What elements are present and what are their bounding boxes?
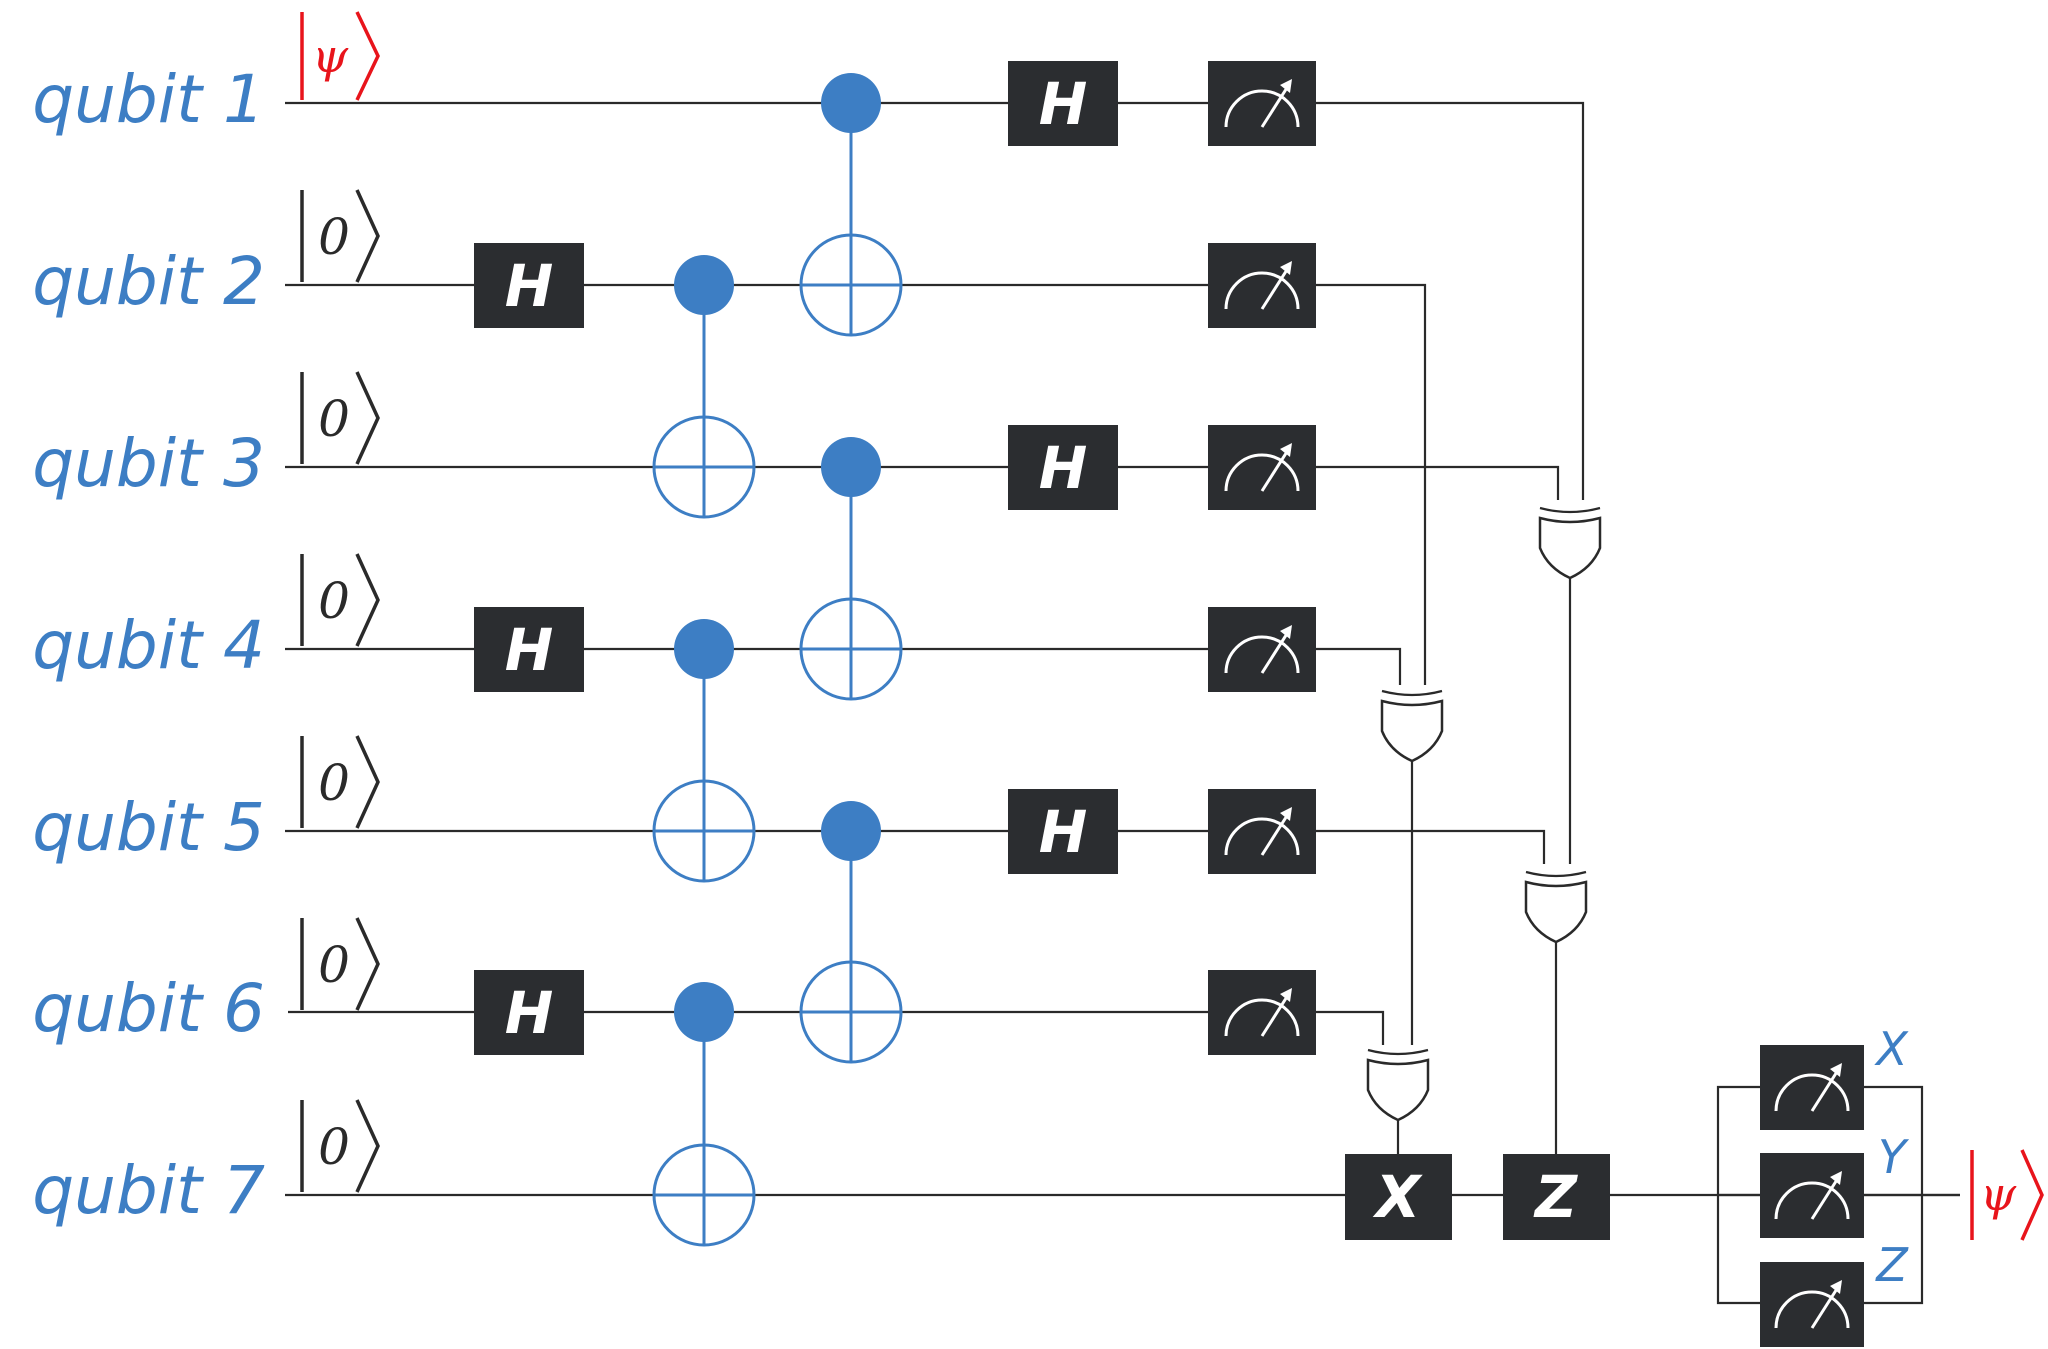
ket-psi-input: ψ	[300, 11, 380, 101]
cnot-target	[652, 779, 756, 883]
basis-label-z: Z	[1874, 1238, 1909, 1292]
qubit-label-2: qubit 2	[32, 243, 265, 320]
ket-psi-output: ψ	[1970, 1149, 2044, 1241]
qubit-labels: qubit 1 qubit 2 qubit 3 qubit 4 qubit 5 …	[32, 61, 265, 1229]
ket-zero-3-symbol: 0	[318, 390, 350, 448]
meter-icon	[1774, 1280, 1850, 1329]
meter-icon	[1774, 1063, 1850, 1112]
ket-zero-6-symbol: 0	[318, 936, 350, 994]
ket-psi-output-symbol: ψ	[1980, 1167, 2017, 1221]
final-measurement-group: X Y Z	[1716, 1022, 1960, 1347]
xor-gate-b	[1524, 870, 1588, 944]
cnot-targets	[652, 233, 903, 1247]
hadamard-gate-q5: H	[1008, 789, 1118, 874]
hadamard-gate-q5-label: H	[1039, 798, 1088, 866]
qubit-label-7: qubit 7	[32, 1152, 265, 1229]
pauli-z-gate: Z	[1503, 1154, 1610, 1240]
meter-icon	[1224, 625, 1300, 674]
measurement-gate-q3	[1208, 425, 1316, 510]
measurement-gates	[1208, 61, 1316, 1055]
qubit-label-6: qubit 6	[32, 970, 265, 1047]
ket-zero-5-symbol: 0	[318, 754, 350, 812]
hadamard-gate-q1: H	[1008, 61, 1118, 146]
ket-psi-input-symbol: ψ	[312, 29, 349, 83]
control-dot	[821, 437, 881, 497]
measurement-x-basis	[1760, 1045, 1864, 1130]
basis-label-x: X	[1874, 1022, 1909, 1076]
hadamard-gate-q4: H	[474, 607, 584, 692]
hadamard-gate-q3-label: H	[1039, 434, 1088, 502]
pauli-z-gate-label: Z	[1533, 1163, 1578, 1231]
control-dot	[821, 73, 881, 133]
qubit-label-5: qubit 5	[32, 789, 265, 866]
ket-zero-5: 0	[300, 735, 380, 829]
control-dot	[821, 801, 881, 861]
control-dots	[674, 73, 881, 1042]
qubit-label-3: qubit 3	[32, 425, 265, 502]
measurement-z-basis	[1760, 1262, 1864, 1347]
meter-icon	[1224, 988, 1300, 1037]
hadamard-gate-q1-label: H	[1039, 70, 1088, 138]
cnot-target	[652, 1143, 756, 1247]
measurement-gate-q1	[1208, 61, 1316, 146]
ket-zero-3: 0	[300, 371, 380, 465]
measurement-gate-q5	[1208, 789, 1316, 874]
measurement-y-basis	[1760, 1153, 1864, 1238]
xor-gate-d	[1366, 1048, 1430, 1122]
cnot-target	[652, 415, 756, 519]
ket-zero-4-symbol: 0	[318, 572, 350, 630]
cnot-target	[799, 960, 903, 1064]
meter-icon	[1224, 79, 1300, 128]
basis-label-y: Y	[1878, 1130, 1910, 1184]
meter-icon	[1224, 807, 1300, 856]
control-dot	[674, 255, 734, 315]
control-dot	[674, 619, 734, 679]
meter-icon	[1774, 1171, 1850, 1220]
pauli-x-gate-label: X	[1373, 1163, 1424, 1231]
xor-gate-c	[1380, 689, 1444, 763]
cnot-target	[799, 233, 903, 337]
qubit-label-1: qubit 1	[32, 61, 265, 138]
xor-gates	[1366, 506, 1602, 1122]
cnot-target	[799, 597, 903, 701]
hadamard-gate-q3: H	[1008, 425, 1118, 510]
qubit-label-4: qubit 4	[32, 607, 265, 684]
hadamard-gate-q6-label: H	[505, 979, 554, 1047]
correction-gates: X Z	[1345, 1154, 1610, 1240]
hadamard-gate-q2: H	[474, 243, 584, 328]
meter-icon	[1224, 443, 1300, 492]
ket-zero-7-symbol: 0	[318, 1118, 350, 1176]
ket-zero-4: 0	[300, 553, 380, 647]
hadamard-gate-q6: H	[474, 970, 584, 1055]
measurement-gate-q2	[1208, 243, 1316, 328]
meter-icon	[1224, 261, 1300, 310]
measurement-gate-q4	[1208, 607, 1316, 692]
initial-states: ψ 0 0 0 0 0 0	[300, 11, 380, 1193]
measurement-gate-q6	[1208, 970, 1316, 1055]
control-dot	[674, 982, 734, 1042]
pauli-x-gate: X	[1345, 1154, 1452, 1240]
hadamard-gate-q2-label: H	[505, 252, 554, 320]
hadamard-gate-q4-label: H	[505, 616, 554, 684]
ket-zero-2: 0	[300, 189, 380, 283]
xor-gate-a	[1538, 506, 1602, 580]
ket-zero-7: 0	[300, 1099, 380, 1193]
ket-zero-2-symbol: 0	[318, 208, 350, 266]
hadamard-gates: H H H H H H	[474, 61, 1118, 1055]
classical-wires	[1316, 101, 1585, 1154]
ket-zero-6: 0	[300, 917, 380, 1011]
